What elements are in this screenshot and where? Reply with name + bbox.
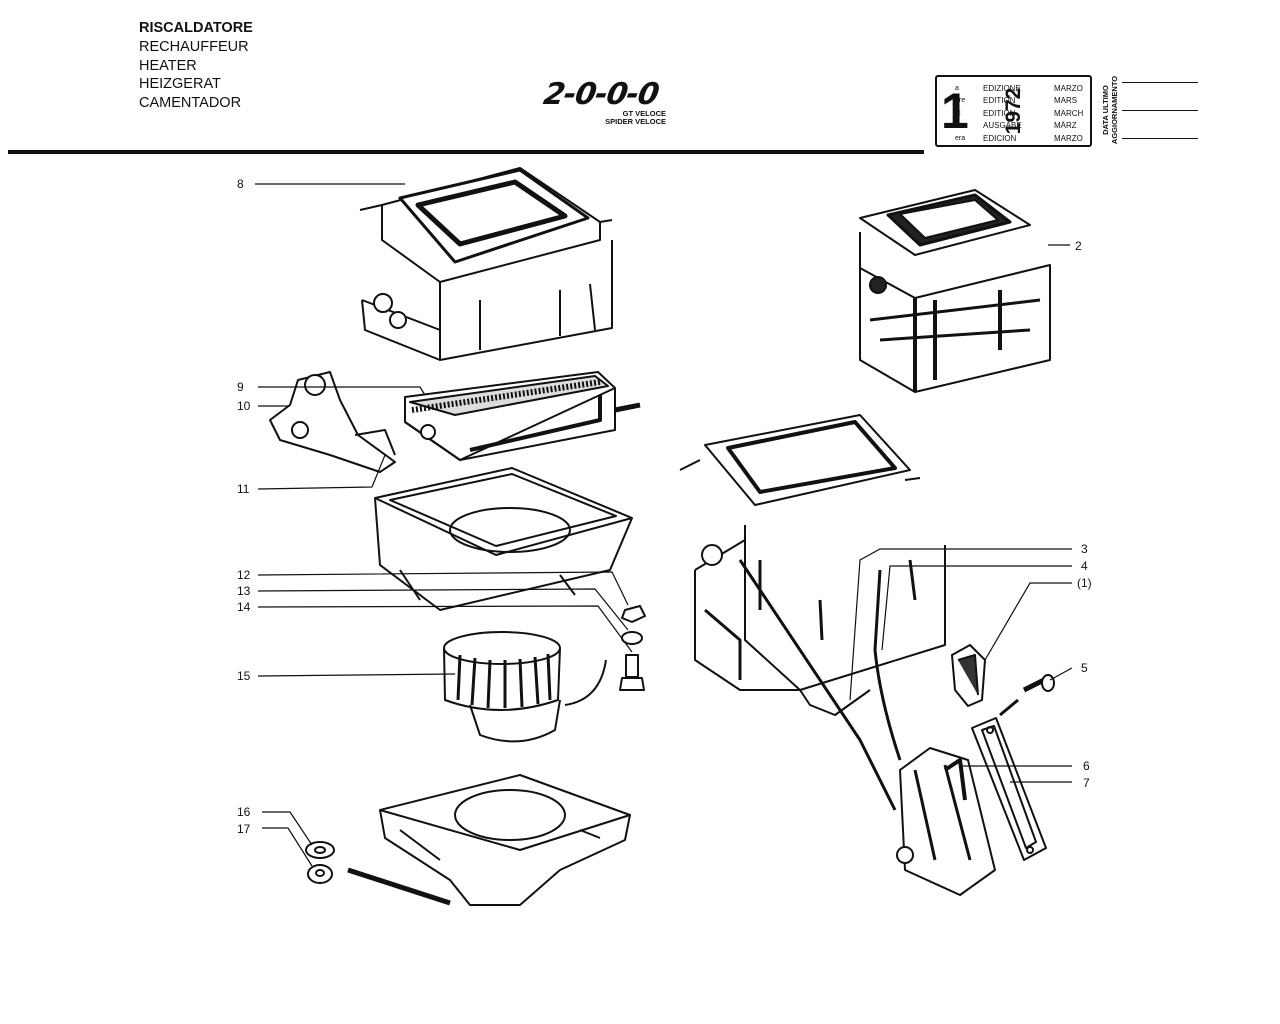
- assembled-heater-drawing: [859, 189, 1051, 393]
- title-italian: RISCALDATORE: [139, 20, 253, 36]
- edition-fr: EDITION: [983, 96, 1016, 106]
- update-line-3: [1122, 138, 1198, 139]
- edition-en: EDITION: [983, 108, 1016, 118]
- month-en: MARCH: [1054, 108, 1084, 118]
- callout-10: 10: [237, 399, 251, 413]
- month-de: MÄRZ: [1054, 121, 1077, 131]
- ordinal-it: a: [955, 85, 959, 92]
- header-rule: [8, 150, 924, 154]
- leader-12: [257, 571, 629, 606]
- leader-11: [257, 454, 386, 490]
- leader-14: [257, 605, 633, 653]
- callout-1: (1): [1077, 576, 1092, 590]
- leader-17: [262, 827, 313, 867]
- update-line-1: [1122, 82, 1198, 83]
- edition-months: MARZO MARS MARCH MÄRZ MARZO: [1054, 83, 1083, 145]
- edition-stamp: 1 a ere st . era EDIZIONE EDITION EDITIO…: [935, 75, 1092, 147]
- callout-8: 8: [237, 177, 244, 191]
- control-lever-drawing: [896, 747, 996, 896]
- month-es: MARZO: [1054, 133, 1083, 143]
- edition-de: AUSGABE: [983, 121, 1022, 131]
- bottom-housing-drawing: [347, 774, 631, 906]
- title-spanish: CAMENTADOR: [139, 95, 242, 112]
- edition-ordinals: a ere st . era: [955, 83, 965, 145]
- ordinal-fr: ere: [955, 97, 966, 105]
- callout-4: 4: [1081, 559, 1088, 573]
- callout-13: 13: [237, 584, 251, 598]
- callout-11: 11: [237, 482, 250, 496]
- leader-13: [257, 588, 629, 631]
- callout-12: 12: [237, 568, 251, 582]
- edition-words: EDIZIONE EDITION EDITION AUSGABE EDICION: [983, 83, 1022, 145]
- knob-drawing: [951, 644, 986, 707]
- callout-14: 14: [237, 600, 251, 614]
- title-english: HEATER: [139, 57, 197, 74]
- leader-4: [881, 565, 1072, 651]
- leader-lines: [255, 183, 1073, 867]
- control-heater-drawing: [679, 414, 946, 811]
- callout-7: 7: [1083, 776, 1090, 790]
- lower-tray-drawing: [374, 467, 633, 611]
- trim-plate-drawing: [971, 698, 1047, 861]
- leader-1: [984, 582, 1072, 661]
- callout-17: 17: [237, 822, 251, 836]
- logo-sub-gt: GT VELOCE: [622, 109, 666, 118]
- ordinal-de: .: [955, 122, 957, 130]
- callout-2: 2: [1075, 239, 1082, 253]
- callout-6: 6: [1083, 759, 1090, 773]
- upper-housing-drawing: [359, 167, 613, 361]
- title-french: RECHAUFFEUR: [139, 38, 249, 55]
- radiator-drawing: [404, 371, 641, 461]
- leader-16: [262, 811, 313, 846]
- edition-es: EDICION: [983, 133, 1017, 143]
- model-logo: 2-0-0-0 GT VELOCE SPIDER VELOCE: [541, 77, 669, 126]
- ordinal-es: era: [955, 134, 966, 142]
- edition-number: 1: [941, 83, 969, 139]
- edition-it: EDIZIONE: [983, 84, 1021, 93]
- month-it: MARZO: [1054, 84, 1083, 93]
- fastener-stack-drawing: [619, 605, 646, 691]
- callout-9: 9: [237, 380, 244, 394]
- callout-15: 15: [237, 669, 251, 683]
- logo-subtitle: GT VELOCE SPIDER VELOCE: [602, 110, 666, 126]
- screw-drawing: [1022, 674, 1055, 693]
- leader-3: [849, 548, 1072, 701]
- title-block: RISCALDATORE RECHAUFFEUR HEATER HEIZGERA…: [139, 19, 253, 113]
- leader-15: [257, 673, 456, 677]
- update-line-2: [1122, 110, 1198, 111]
- callout-16: 16: [237, 805, 251, 819]
- title-german: HEIZGERAT: [139, 76, 221, 93]
- callout-5: 5: [1081, 661, 1088, 675]
- blower-fan-drawing: [443, 631, 607, 743]
- leader-5: [1049, 667, 1073, 681]
- washer-pair-drawing: [305, 841, 335, 884]
- callout-3: 3: [1081, 542, 1088, 556]
- water-valve-drawing: [269, 371, 396, 473]
- ordinal-en: st: [955, 109, 961, 117]
- month-fr: MARS: [1054, 96, 1078, 106]
- leader-9: [258, 386, 426, 396]
- logo-sub-spider: SPIDER VELOCE: [605, 117, 666, 126]
